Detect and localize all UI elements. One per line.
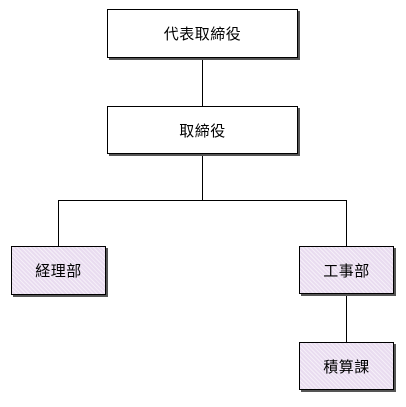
connector-horizontal-branch	[58, 200, 347, 201]
connector-ceo-director	[202, 58, 203, 107]
node-construction: 工事部	[299, 246, 394, 294]
connector-director-branch	[202, 154, 203, 200]
node-ceo: 代表取締役	[107, 9, 298, 58]
connector-to-accounting	[58, 200, 59, 246]
connector-to-construction	[346, 200, 347, 246]
node-estimation: 積算課	[299, 342, 394, 390]
node-director: 取締役	[107, 106, 298, 154]
connector-construction-estimation	[346, 294, 347, 343]
node-accounting: 経理部	[11, 246, 106, 295]
